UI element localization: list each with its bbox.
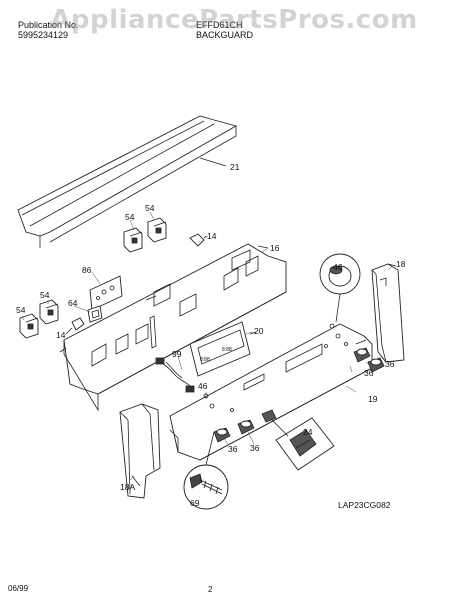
part-14-indicator-b [65, 317, 85, 335]
part-69-screw-magnified [183, 431, 229, 510]
callout-46-a: 46 [333, 262, 343, 272]
callout-54-d: 54 [16, 305, 26, 315]
callout-18a: 18A [120, 482, 135, 492]
part-16-backguard-panel [59, 243, 287, 412]
part-19-control-panel [169, 323, 373, 461]
svg-text:8:88: 8:88 [222, 347, 232, 353]
part-connector-small [261, 409, 277, 423]
callout-36-b: 36 [364, 368, 374, 378]
diagram-code: LAP23CG082 [338, 500, 391, 510]
footer-page-number: 2 [208, 585, 213, 594]
callout-86: 86 [82, 265, 92, 275]
part-54-switch-b [147, 217, 167, 243]
callout-64: 64 [68, 298, 78, 308]
part-14-indicator-a [189, 233, 207, 247]
callout-54-a: 54 [125, 212, 135, 222]
part-46-knob-magnified-top [319, 253, 361, 323]
part-64-bracket [87, 305, 103, 323]
callout-18: 18 [396, 259, 406, 269]
part-54-switch-a [123, 227, 143, 253]
part-54-switch-d [19, 313, 39, 339]
callout-19: 19 [368, 394, 378, 404]
part-21-top-trim [17, 115, 238, 248]
part-36-knob-c [213, 427, 231, 443]
callout-labels: 21 54 54 14 16 86 54 64 54 14 46 18 20 9… [16, 162, 406, 508]
publication-label: Publication No. [18, 20, 79, 30]
callout-14-a: 14 [207, 231, 217, 241]
callout-24: 24 [303, 427, 313, 437]
part-24-terminal-block [269, 417, 335, 471]
svg-text:8:88: 8:88 [200, 357, 210, 363]
part-86-mounting-plate [89, 275, 123, 311]
section-title: BACKGUARD [196, 30, 254, 40]
part-36-knob-b [367, 357, 385, 373]
part-18-right-end-cap [371, 263, 405, 363]
callout-99: 99 [172, 349, 182, 359]
callout-14-b: 14 [56, 330, 66, 340]
part-18a-left-end-cap [119, 403, 161, 499]
part-36-knob-a [353, 347, 371, 363]
watermark: AppliancePartsPros.com [50, 5, 418, 35]
callout-46-b: 46 [198, 381, 208, 391]
part-99-wiring-harness [155, 357, 195, 393]
publication-number: 5995234129 [18, 30, 69, 40]
callout-16: 16 [270, 243, 280, 253]
leader-lines [21, 211, 393, 481]
footer-date: 06/99 [8, 584, 29, 593]
model-number: EFFD61CH [196, 20, 243, 30]
part-36-knob-d [237, 419, 255, 435]
callout-36-a: 36 [385, 359, 395, 369]
part-20-clock-control-board: 8:88 8:88 [189, 321, 257, 377]
part-54-switch-c [39, 299, 59, 325]
callout-54-c: 54 [40, 290, 50, 300]
callout-69: 69 [190, 498, 200, 508]
callout-36-d: 36 [250, 443, 260, 453]
callout-20: 20 [254, 326, 264, 336]
callout-36-c: 36 [228, 444, 238, 454]
callout-54-b: 54 [145, 203, 155, 213]
callout-21: 21 [230, 162, 240, 172]
